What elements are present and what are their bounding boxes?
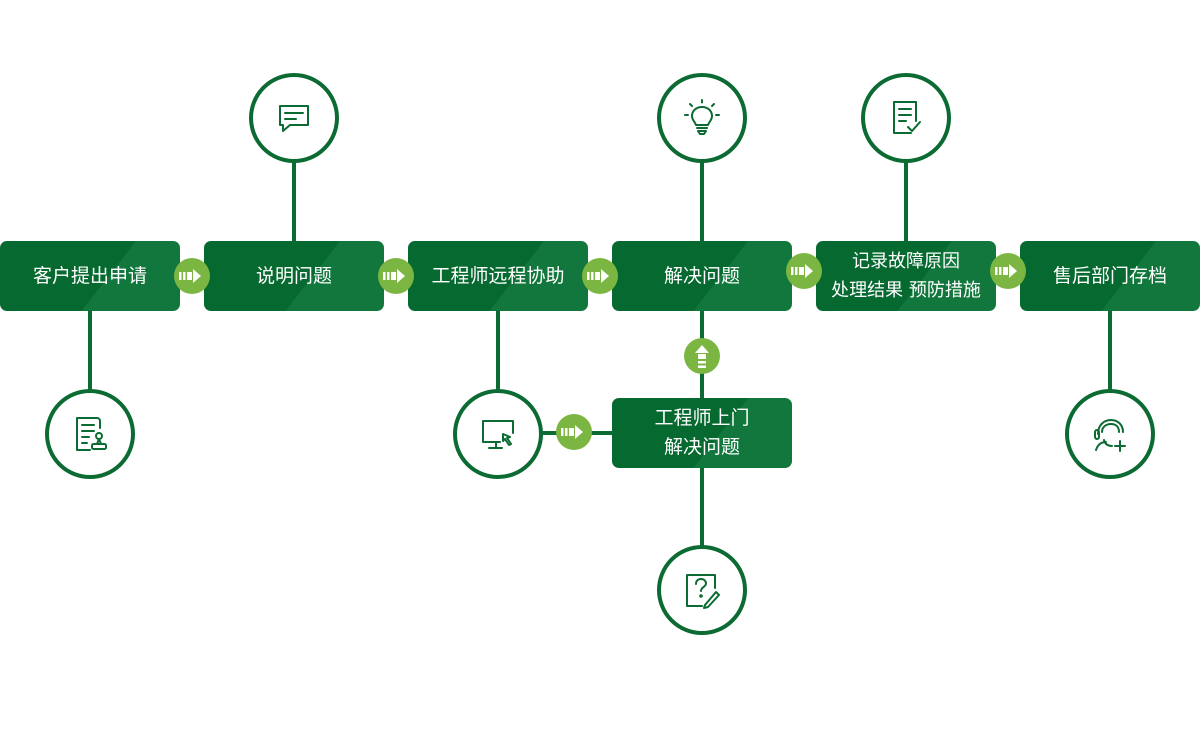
circle-onsite — [657, 545, 747, 635]
step-label: 说明问题 — [255, 264, 332, 287]
circle-describe-problem — [249, 73, 339, 163]
circle-solve-problem — [657, 73, 747, 163]
step-onsite: 工程师上门 解决问题 — [612, 398, 792, 468]
step-customer-apply: 客户提出申请 — [0, 241, 180, 311]
circle-remote-assist — [453, 389, 543, 479]
step-record: 记录故障原因 处理结果 预防措施 — [816, 241, 996, 311]
connector-line — [1108, 310, 1112, 392]
application-form-icon — [76, 417, 107, 451]
step-label: 工程师远程协助 — [431, 264, 565, 287]
step-label: 工程师上门 解决问题 — [654, 407, 750, 458]
arrow-right-icon — [990, 253, 1026, 289]
connector-line — [292, 160, 296, 242]
step-label: 售后部门存档 — [1052, 264, 1167, 287]
chat-bubble-icon — [279, 105, 309, 132]
arrow-right-icon — [378, 258, 414, 294]
arrow-up-icon — [684, 338, 720, 374]
arrow-right-icon — [174, 258, 210, 294]
lightbulb-icon — [684, 99, 720, 135]
arrow-right-icon — [582, 258, 618, 294]
connector-line — [700, 160, 704, 242]
step-describe-problem: 说明问题 — [204, 241, 384, 311]
step-label: 解决问题 — [663, 264, 740, 287]
connector-line — [88, 310, 92, 392]
step-label: 记录故障原因 处理结果 预防措施 — [831, 251, 981, 301]
step-archive: 售后部门存档 — [1020, 241, 1200, 311]
connector-line — [904, 160, 908, 242]
circle-customer-apply — [45, 389, 135, 479]
circle-record — [861, 73, 951, 163]
arrow-right-icon — [556, 414, 592, 450]
step-remote-assist: 工程师远程协助 — [408, 241, 588, 311]
connector-line — [496, 296, 500, 392]
question-edit-icon — [686, 574, 720, 609]
connector-line — [700, 466, 704, 548]
checklist-icon — [893, 101, 921, 134]
step-label: 客户提出申请 — [32, 264, 147, 287]
step-solve-problem: 解决问题 — [612, 241, 792, 311]
circle-archive — [1065, 389, 1155, 479]
arrow-right-icon — [786, 253, 822, 289]
monitor-cursor-icon — [482, 420, 514, 449]
customer-service-icon — [1094, 419, 1126, 452]
